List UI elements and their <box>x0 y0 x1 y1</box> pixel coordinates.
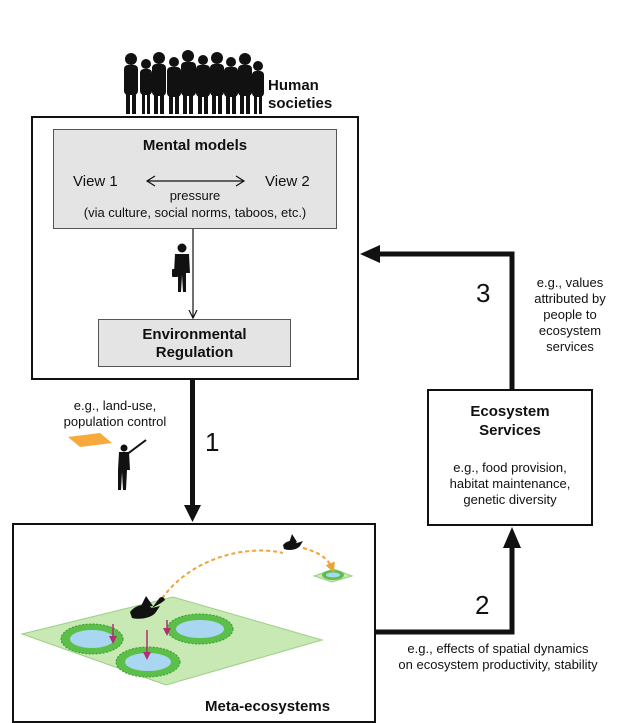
habitat-patch-2 <box>166 613 234 645</box>
human-societies-label: Human societies <box>268 77 333 112</box>
pressure-double-arrow <box>145 175 246 187</box>
arrow3-number: 3 <box>476 278 491 308</box>
mental-models-box <box>53 129 337 229</box>
arrow2-number: 2 <box>475 590 490 620</box>
ecosystem-services-title: Ecosystem Services <box>470 403 550 439</box>
habitat-patch-1 <box>60 623 124 655</box>
landscape-main <box>20 596 324 686</box>
goose-icon <box>130 596 165 619</box>
pressure-label: pressure <box>169 188 221 203</box>
ecosystem-services-box <box>427 389 593 526</box>
arrow-1 <box>184 380 201 522</box>
landscape-distant <box>312 568 354 583</box>
ecosystem-services-examples: e.g., food provision, habitat maintenanc… <box>449 460 571 507</box>
meta-ecosystems-label: Meta-ecosystems <box>205 698 331 715</box>
environmental-regulation-box <box>98 319 291 367</box>
mental-models-title: Mental models <box>142 137 248 154</box>
goose-icon-small <box>283 534 303 550</box>
businessman-icon <box>172 243 190 292</box>
view1-label: View 1 <box>73 173 118 190</box>
arrow-3 <box>360 245 515 389</box>
via-label: (via culture, social norms, taboos, etc.… <box>83 205 307 220</box>
dispersal-path-2 <box>302 547 335 573</box>
arrow-2 <box>376 527 521 635</box>
view2-label: View 2 <box>265 173 310 190</box>
arrow1-label: e.g., land-use, population control <box>63 398 167 429</box>
arrow3-label: e.g., values attributed by people to eco… <box>534 275 606 354</box>
hunter-icon <box>68 433 147 490</box>
arrow1-number: 1 <box>205 427 220 457</box>
arrow2-label: e.g., effects of spatial dynamics on eco… <box>398 641 598 672</box>
habitat-patch-3 <box>115 646 181 678</box>
crowd-silhouette-icon <box>124 50 264 114</box>
dispersal-path-1 <box>157 549 284 605</box>
environmental-regulation-label: Environmental Regulation <box>142 326 247 361</box>
